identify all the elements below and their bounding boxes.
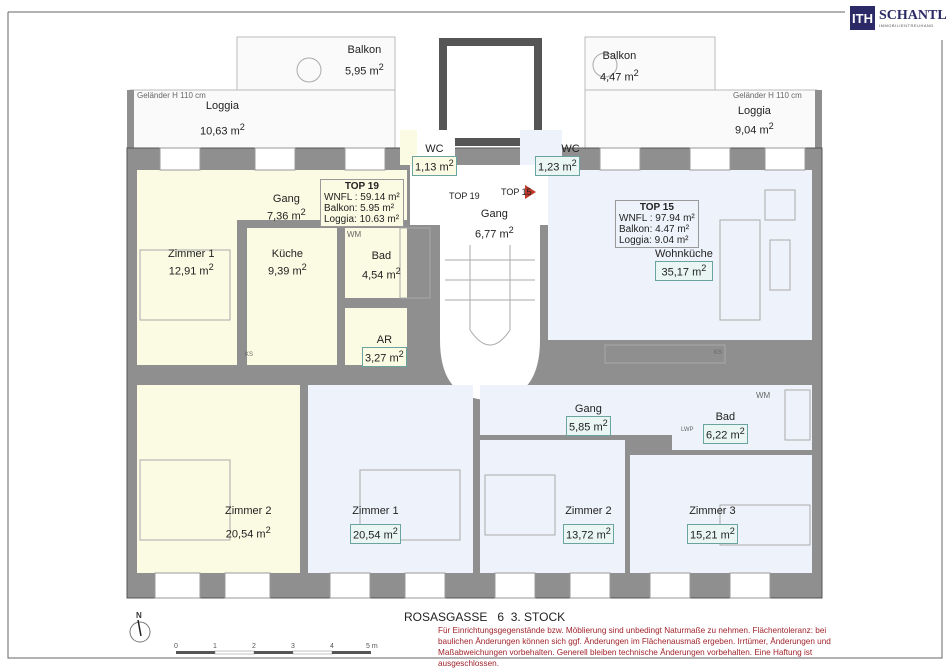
scale-bar	[176, 650, 371, 655]
scale-tick: 4	[330, 643, 334, 650]
fixture-ks-15: KS	[714, 350, 723, 356]
entrance-arrow-icon	[525, 185, 536, 199]
door-label-top15: TOP 15	[501, 187, 532, 197]
fixture-wm-15: WM	[756, 391, 771, 400]
scale-tick: 3	[291, 643, 295, 650]
railing-label-right: Geländer H 110 cm	[733, 91, 802, 100]
fixture-ks-19: KS	[245, 352, 254, 358]
logo-sub: IMMOBILIENTREUHAND	[879, 22, 934, 28]
north-label: N	[136, 611, 142, 620]
scale-tick: 2	[252, 643, 256, 650]
scale-tick: 0	[174, 643, 178, 650]
door-label-top19: TOP 19	[449, 191, 480, 201]
logo-name: SCHANTL	[879, 7, 947, 23]
plan-title: ROSASGASSE 6 3. STOCK	[404, 610, 566, 624]
loggia-left	[129, 89, 396, 149]
disclaimer: Für Einrichtungsgegenstände bzw. Möblier…	[438, 626, 831, 668]
scale-tick: 5 m	[366, 643, 378, 650]
frame	[7, 12, 943, 659]
railing-label-left: Geländer H 110 cm	[137, 91, 206, 100]
fixture-wm-19: WM	[347, 230, 362, 239]
logo-mark: ITH	[850, 6, 875, 30]
top19-area	[137, 130, 448, 573]
north-arrow-icon	[129, 619, 151, 643]
fixture-lwp: LWP	[681, 427, 694, 433]
scale-tick: 1	[213, 643, 217, 650]
